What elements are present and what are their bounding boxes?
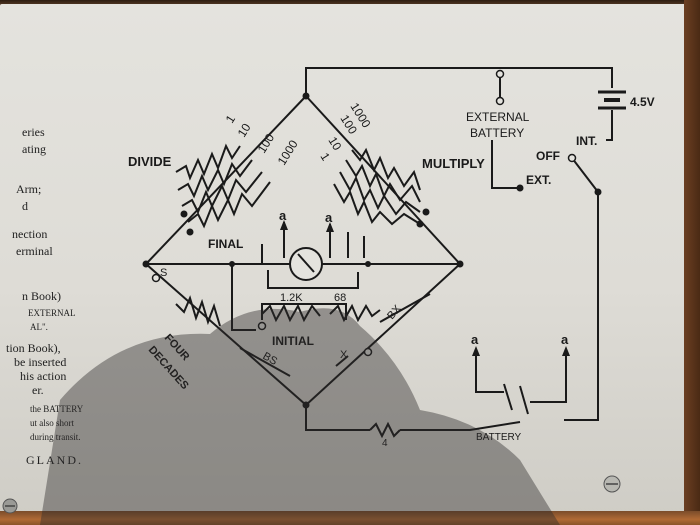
bottom-wire-left (305, 405, 370, 431)
instruction-line: n Book) (22, 289, 61, 303)
junction-dots (142, 92, 602, 409)
terminal-a-label: a (471, 332, 479, 347)
divide-step: 1 (223, 112, 239, 125)
resistor-4-label: 4 (382, 438, 388, 449)
instruction-line: the BATTERY (30, 404, 84, 414)
instruction-line: ut also short (30, 418, 74, 428)
divide-label: DIVIDE (128, 154, 172, 169)
top-wire (305, 67, 613, 96)
int-label: INT. (576, 134, 597, 148)
instruction-line: tion Book), (6, 341, 61, 355)
panel-screws (2, 475, 621, 514)
initial-label: INITIAL (272, 334, 314, 348)
bottom-wire-right (400, 421, 521, 431)
final-label: FINAL (208, 237, 243, 251)
photographer-shadow (40, 308, 560, 525)
bridge-arm-right-top (305, 95, 461, 265)
wooden-case-side (684, 0, 700, 525)
divide-step: 10 (235, 121, 254, 140)
resistor-label: 1.2K (280, 292, 303, 304)
instruction-line: ating (22, 142, 46, 156)
instruction-text: eries ating Arm; d nection erminal n Boo… (6, 125, 84, 467)
bridge-arm-left-bottom (145, 263, 307, 406)
instruction-line: GLAND. (26, 453, 83, 467)
s-label: S (160, 267, 167, 279)
instruction-line: AL". (30, 322, 48, 332)
off-label: OFF (536, 149, 560, 163)
battery-switch-label: BATTERY (476, 432, 522, 443)
battery-symbol (598, 90, 626, 110)
instruction-line: er. (32, 383, 44, 397)
ext-label: EXT. (526, 173, 551, 187)
wooden-case-bottom (0, 511, 700, 525)
instruction-line: be inserted (14, 355, 66, 369)
galvanometer-icon (289, 247, 323, 281)
arrow-icons (280, 220, 570, 356)
instruction-line: nection (12, 227, 47, 241)
external-battery-label: EXTERNAL (466, 110, 530, 124)
instruction-line: d (22, 199, 28, 213)
instruction-line: during transit. (30, 432, 81, 442)
off-switch-wire (564, 157, 599, 421)
instruction-line: EXTERNAL (28, 308, 76, 318)
instruction-line: eries (22, 125, 45, 139)
terminal-a-label: a (325, 210, 333, 225)
ext-wire (491, 140, 520, 189)
multiply-label: MULTIPLY (422, 156, 485, 171)
multiply-step: 1 (317, 150, 333, 163)
instruction-line: his action (20, 369, 66, 383)
divide-step: 100 (255, 131, 278, 156)
wiring (145, 67, 613, 439)
instruction-line: Arm; (16, 182, 41, 196)
instruction-line: erminal (16, 244, 53, 258)
x-label: X (340, 349, 348, 361)
terminal-a-label: a (279, 208, 287, 223)
divide-step: 1000 (275, 137, 301, 167)
battery-wire (606, 110, 613, 141)
terminal-a-label: a (561, 332, 569, 347)
battery-voltage: 4.5V (630, 95, 655, 109)
resistor-label: 68 (334, 292, 346, 304)
terminals (151, 69, 577, 357)
bridge-arm-right-bottom (305, 263, 461, 406)
external-battery-label: BATTERY (470, 126, 524, 140)
